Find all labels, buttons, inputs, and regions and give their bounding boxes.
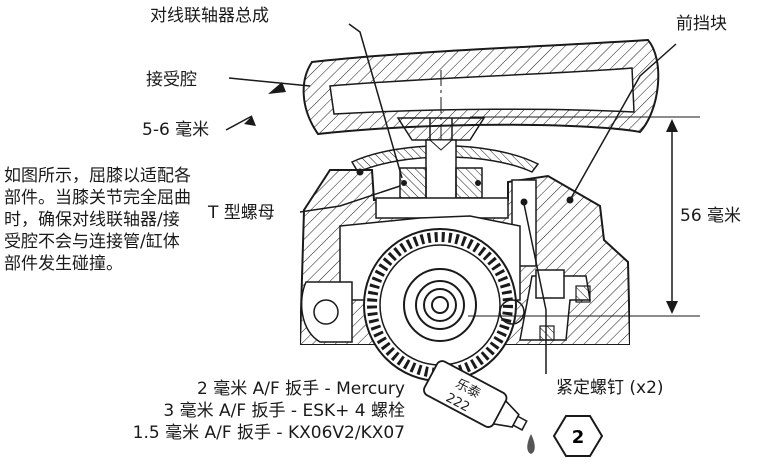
tool-item: 3 毫米 A/F 扳手 - ESK+ 4 螺栓 — [163, 401, 405, 421]
tool-item: 1.5 毫米 A/F 扳手 - KX06V2/KX07 — [132, 423, 405, 443]
label-height: 56 毫米 — [680, 206, 742, 226]
loctite-tube: 乐泰 222 — [423, 360, 528, 431]
label-set-screws: 紧定螺钉 (x2) — [556, 378, 664, 398]
t-nut — [399, 167, 483, 199]
receiver-socket — [302, 38, 660, 136]
nut-dot-right — [475, 180, 481, 186]
leader-lines — [225, 23, 677, 374]
dimension-56mm — [468, 116, 700, 317]
gap-arrow — [244, 116, 256, 126]
side-lugs — [300, 269, 591, 343]
label-t-nut: T 型螺母 — [208, 203, 275, 223]
gear-wheel — [363, 228, 517, 382]
label-coupler-assembly: 对线联轴器总成 — [150, 6, 269, 26]
instruction-note: 如图所示，屈膝以适配各部件。当膝关节完全屈曲时，确保对线联轴器/接受腔不会与连接… — [4, 166, 191, 274]
screw-dot-mid — [520, 198, 528, 206]
tool-list: 2 毫米 A/F 扳手 - Mercury 3 毫米 A/F 扳手 - ESK+… — [133, 378, 405, 444]
nut-dot-left — [401, 180, 407, 186]
screw-dot-left — [356, 168, 364, 176]
interface-plate — [350, 145, 540, 173]
receiver-arrow — [268, 82, 286, 94]
glue-drop-icon — [527, 434, 535, 454]
tool-item: 2 毫米 A/F 扳手 - Mercury — [196, 379, 405, 399]
hex-badge: 2 — [552, 415, 604, 457]
label-receiver: 接受腔 — [146, 70, 197, 90]
label-gap: 5-6 毫米 — [142, 120, 210, 140]
label-front-stop: 前挡块 — [676, 14, 727, 34]
hex-badge-number: 2 — [572, 427, 585, 448]
